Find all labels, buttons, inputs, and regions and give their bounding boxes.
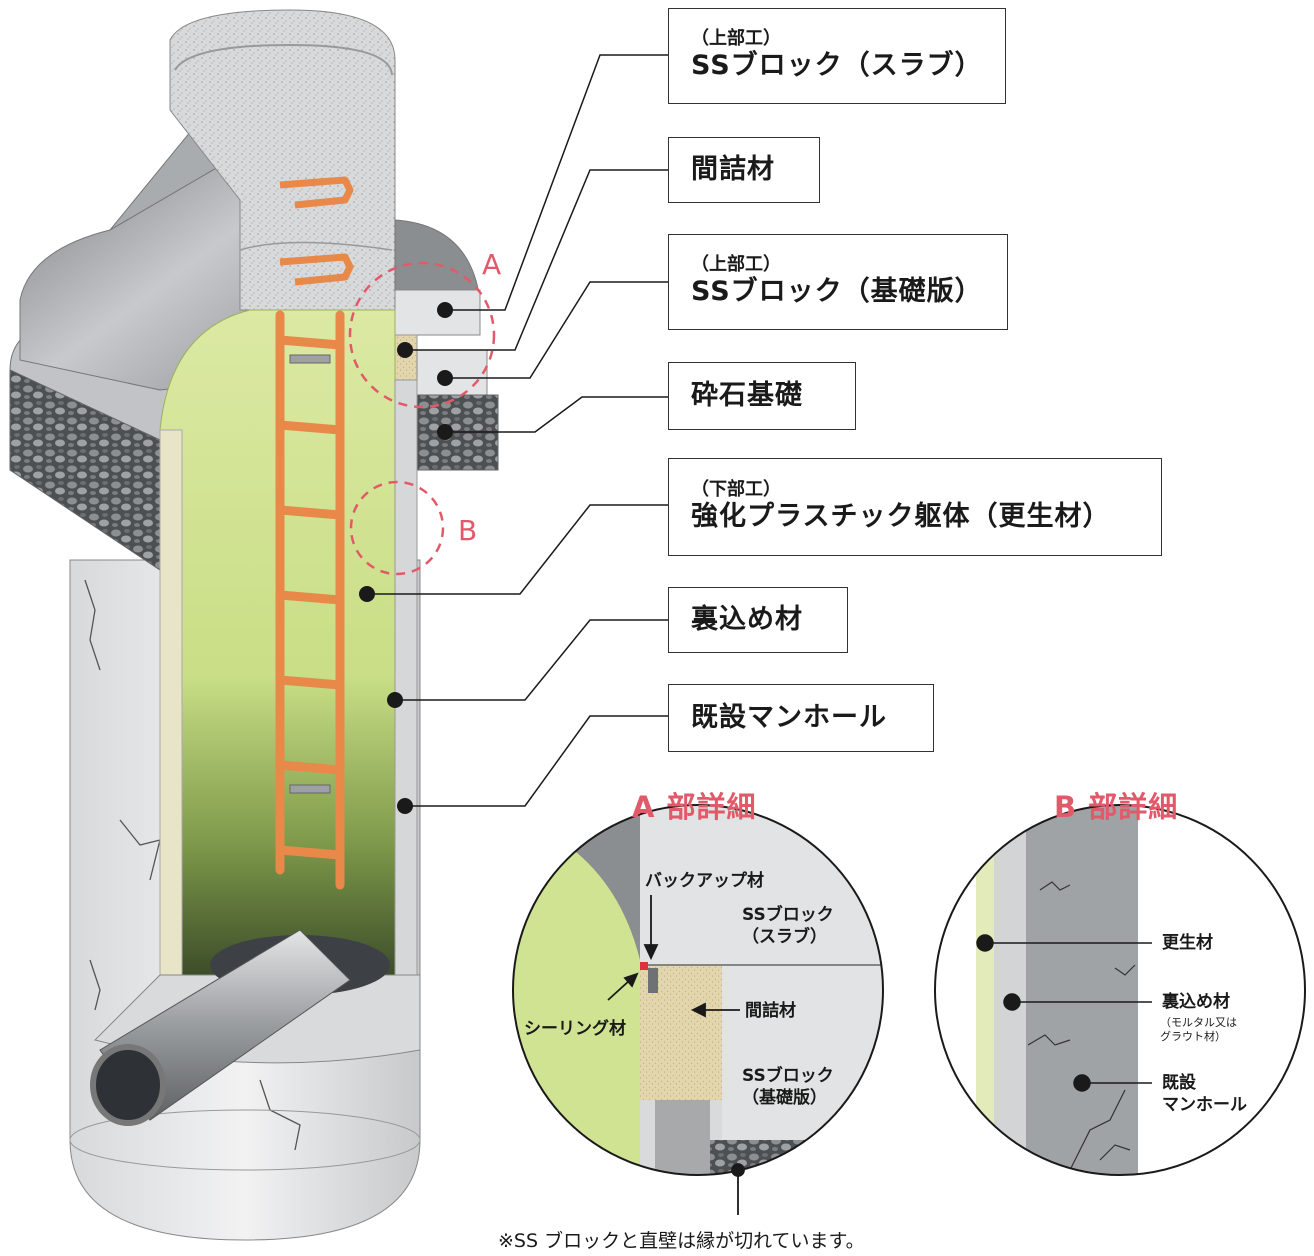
- detail-a-filler: 間詰材: [745, 1001, 796, 1021]
- label-base-slab: （上部工） SSブロック（基礎版）: [668, 234, 1008, 330]
- detail-a-sealing: シーリング材: [524, 1019, 626, 1039]
- label-slab-sub: （上部工）: [691, 28, 781, 49]
- label-backfill: 裏込め材: [668, 587, 848, 653]
- label-frp-main: 強化プラスチック躯体（更生材）: [691, 501, 1111, 532]
- label-manhole-main: 既設マンホール: [691, 702, 887, 733]
- detail-a-figure: [513, 805, 883, 1175]
- label-filler: 間詰材: [668, 137, 820, 203]
- label-gravel-main: 砕石基礎: [691, 380, 803, 411]
- label-filler-main: 間詰材: [691, 154, 775, 185]
- label-backfill-main: 裏込め材: [691, 604, 803, 635]
- detail-b-figure: [935, 805, 1305, 1175]
- label-base-slab-main: SSブロック（基礎版）: [691, 276, 983, 307]
- detail-a-backup: バックアップ材: [645, 871, 764, 891]
- detail-b-manhole: 既設 マンホール: [1162, 1073, 1247, 1115]
- detail-b-renewal: 更生材: [1162, 933, 1213, 953]
- label-frp: （下部工） 強化プラスチック躯体（更生材）: [668, 458, 1162, 556]
- label-manhole: 既設マンホール: [668, 684, 934, 752]
- detail-b-backfill: 裏込め材: [1162, 992, 1230, 1012]
- detail-a-title: A 部詳細: [632, 790, 757, 824]
- detail-b-title: B 部詳細: [1054, 790, 1179, 824]
- detail-a-base-slab: SSブロック （基礎版）: [742, 1066, 834, 1108]
- marker-b: B: [458, 514, 478, 547]
- marker-a: A: [482, 248, 502, 281]
- label-gravel: 砕石基礎: [668, 362, 856, 430]
- label-base-slab-sub: （上部工）: [691, 254, 781, 275]
- footnote: ※SS ブロックと直壁は縁が切れています。: [498, 1230, 865, 1252]
- label-frp-sub: （下部工）: [691, 479, 781, 500]
- detail-a-slab: SSブロック （スラブ）: [742, 905, 834, 947]
- detail-b-backfill-note: （モルタル又は グラウト材）: [1160, 1016, 1237, 1043]
- label-slab-main: SSブロック（スラブ）: [691, 50, 983, 81]
- label-slab: （上部工） SSブロック（スラブ）: [668, 8, 1006, 104]
